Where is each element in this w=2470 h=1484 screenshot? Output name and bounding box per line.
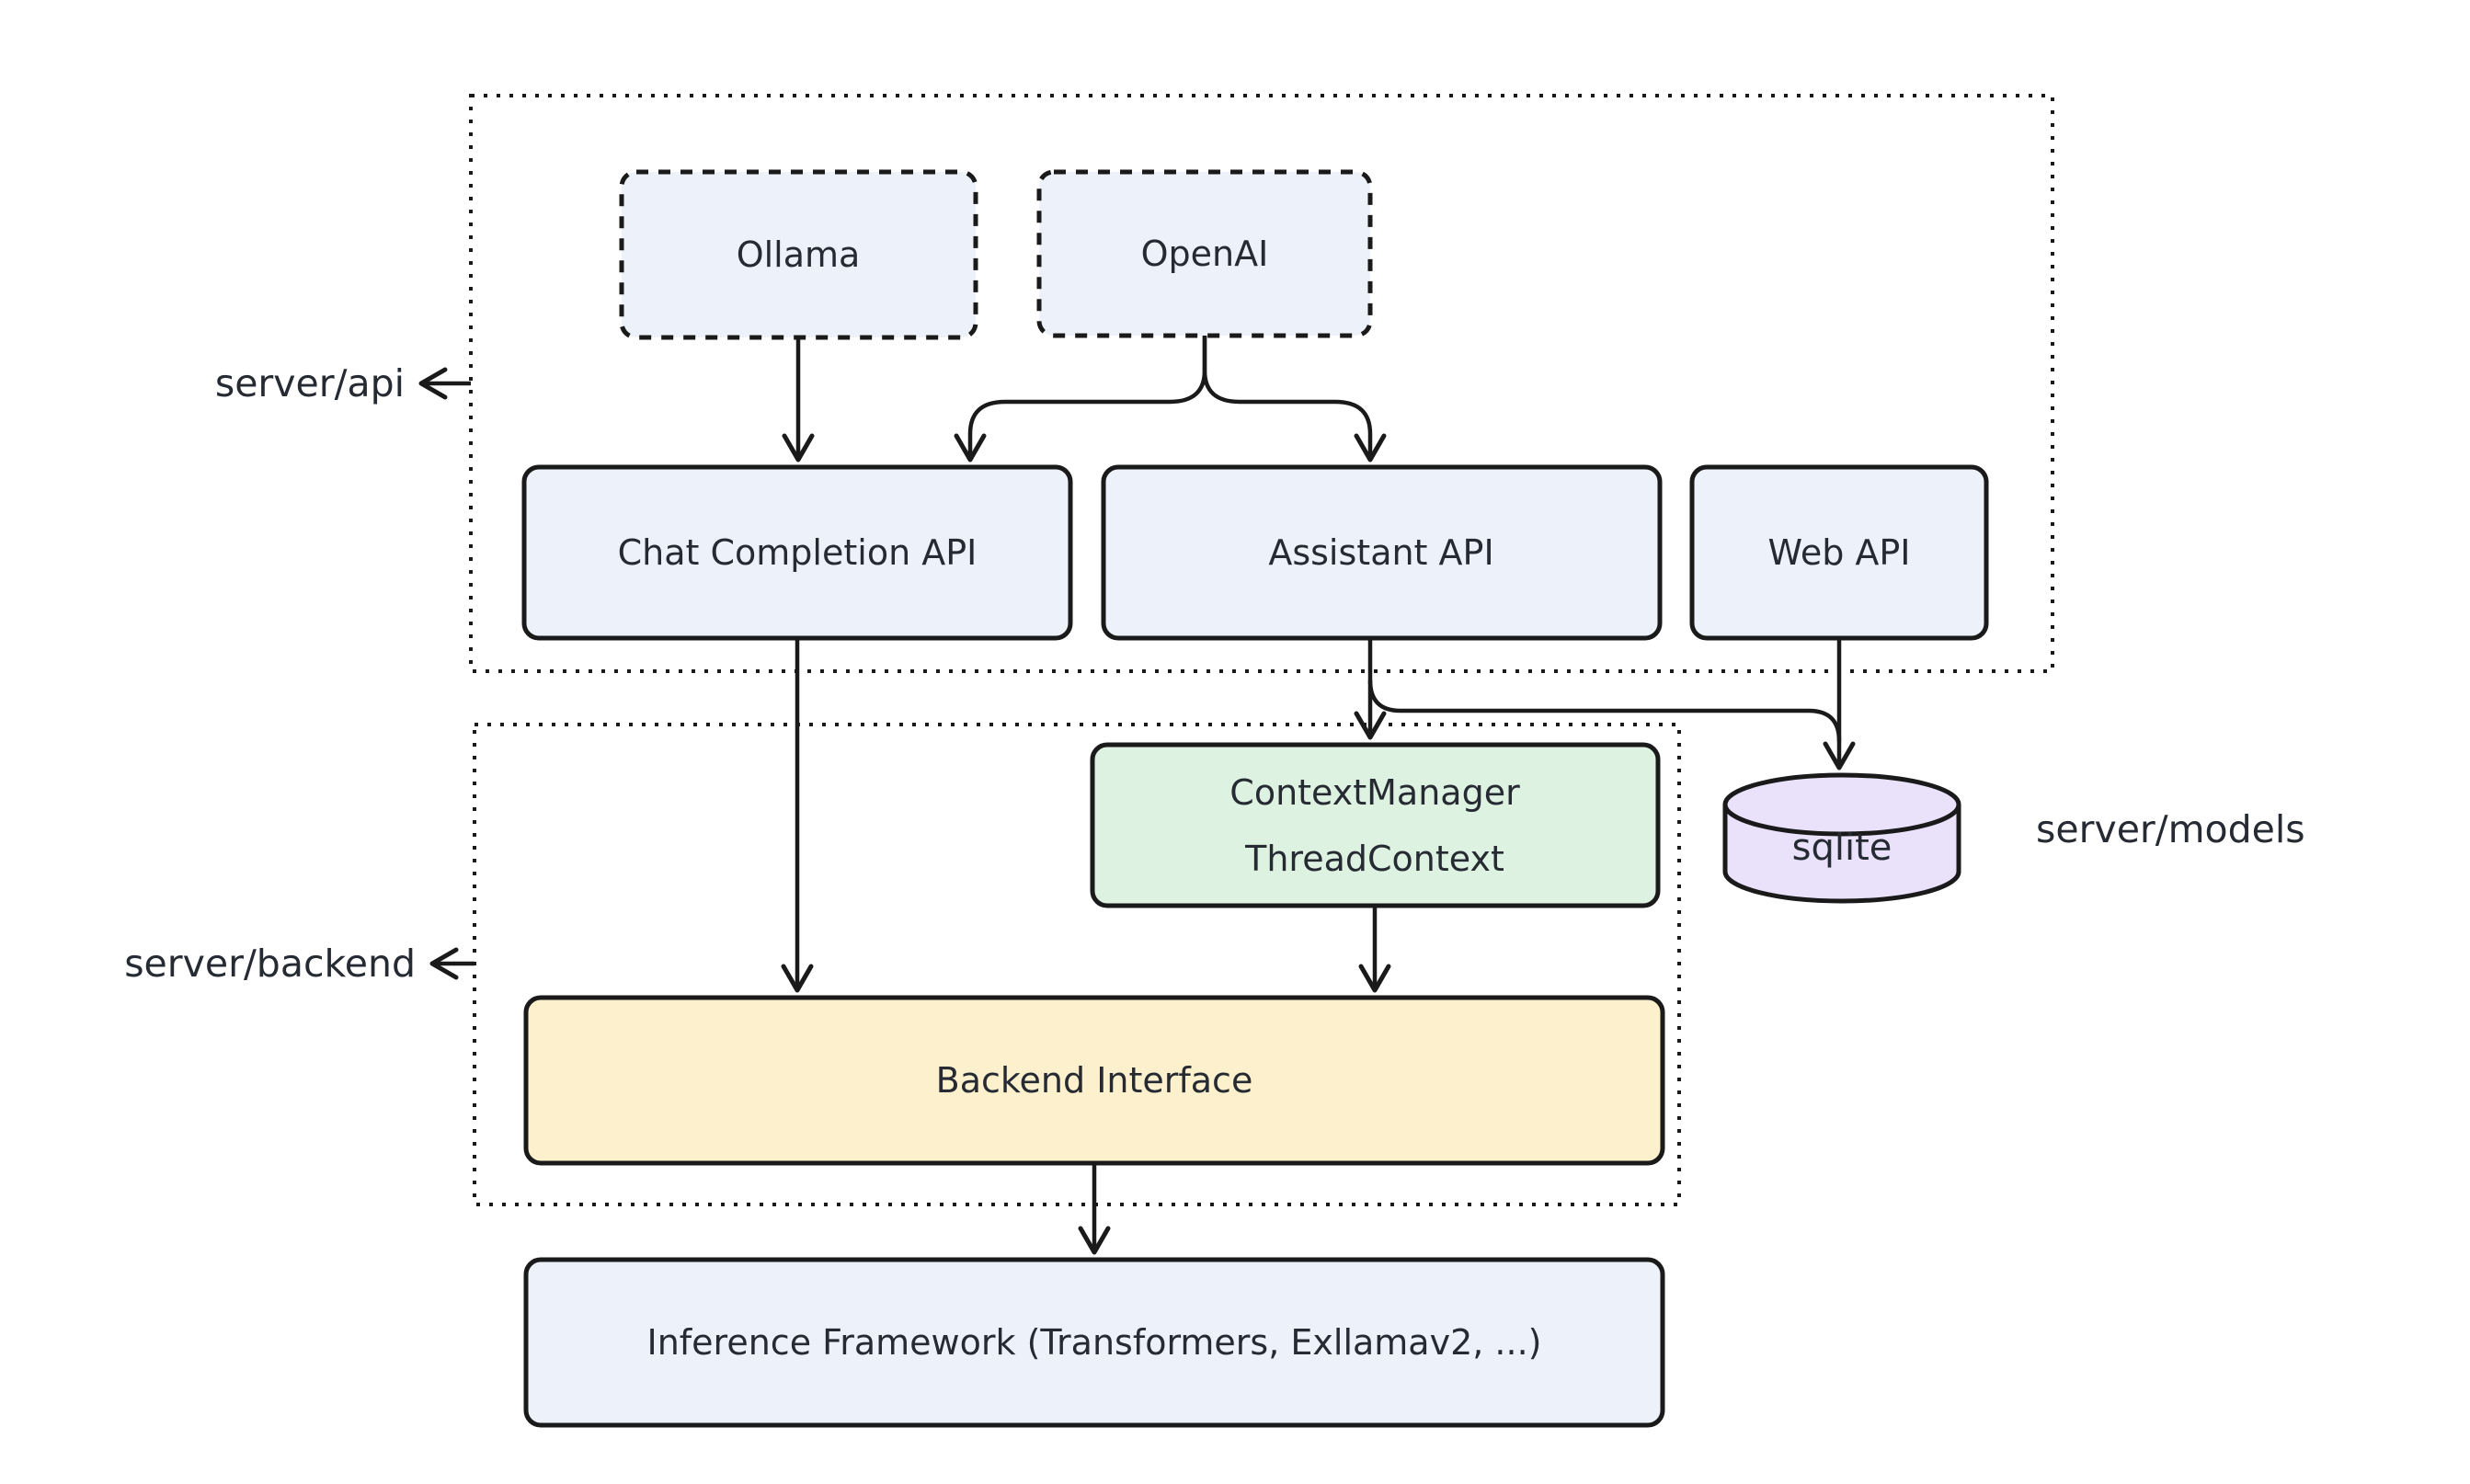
node-web-api: Web API [1689,464,1989,641]
server-api-label: server/api [215,361,405,405]
node-ollama: Ollama [619,169,978,340]
node-backend-interface-label: Backend Interface [936,1060,1253,1101]
node-backend-interface: Backend Interface [523,995,1665,1166]
node-web-api-label: Web API [1767,532,1910,573]
node-chat-completion-api: Chat Completion API [521,464,1073,641]
edge-openai-to-assistant [1202,336,1387,462]
node-inference-framework-label: Inference Framework (Transformers, Exlla… [647,1322,1542,1363]
server-backend-label: server/backend [124,942,416,986]
node-sqlite-database: sqlite [1722,772,1961,904]
node-context-manager-label-line2: ThreadContext [1244,839,1504,879]
node-inference-framework: Inference Framework (Transformers, Exlla… [523,1257,1665,1428]
node-assistant-api-label: Assistant API [1268,532,1493,573]
node-ollama-label: Ollama [737,234,861,275]
node-openai: OpenAI [1036,169,1373,338]
server-api-container [469,94,2054,673]
node-context-manager-label-line1: ContextManager [1229,772,1520,813]
node-context-manager: ContextManager ThreadContext [1090,742,1661,908]
edge-assistant-to-sqlite [1367,679,1842,742]
node-assistant-api: Assistant API [1101,464,1663,641]
server-models-label: server/models [2036,807,2305,851]
edge-openai-to-chat-completion [954,336,1207,462]
node-openai-label: OpenAI [1141,234,1269,274]
node-chat-completion-api-label: Chat Completion API [618,532,978,573]
node-sqlite-label: sqlite [1792,827,1893,869]
edges [418,336,1856,1255]
